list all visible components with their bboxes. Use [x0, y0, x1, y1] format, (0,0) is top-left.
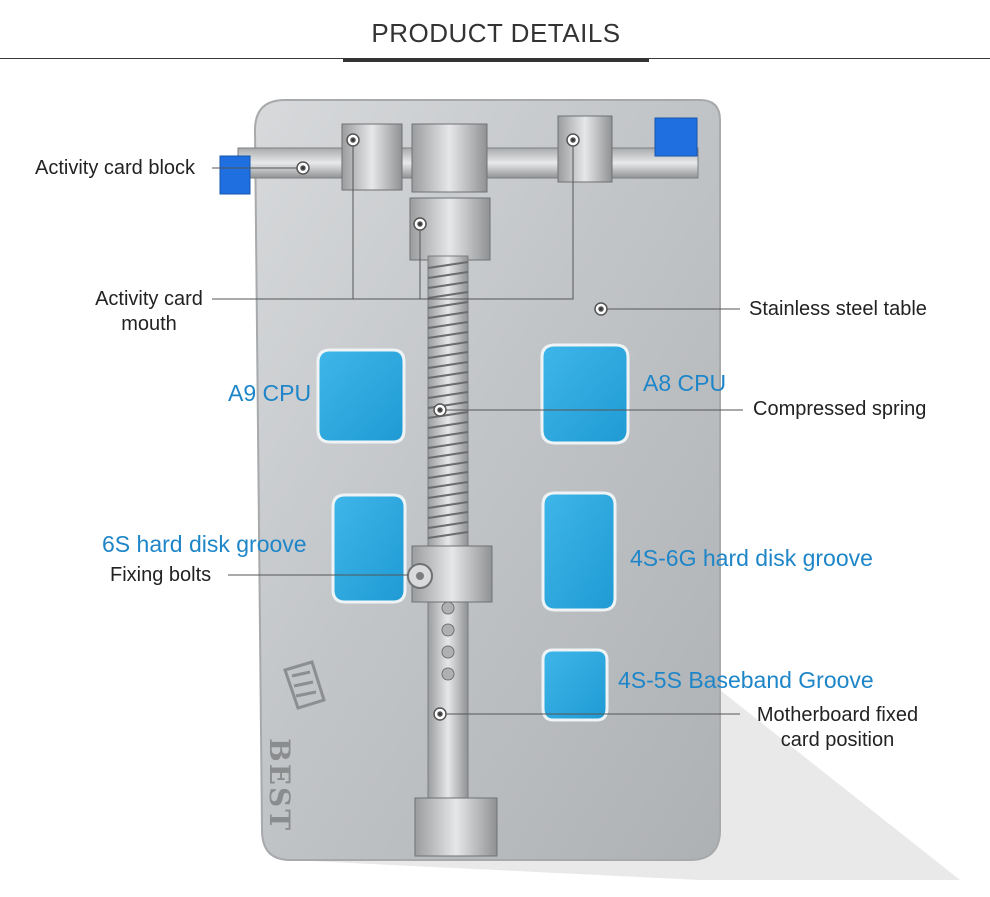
- 4s-5s-baseband-groove: [541, 648, 609, 722]
- label-activity-card-mouth: Activity card mouth: [88, 287, 210, 337]
- bottom-block: [414, 797, 498, 857]
- label-a9-cpu: A9 CPU: [228, 380, 312, 406]
- label-4s-5s-groove: 4S-5S Baseband Groove: [618, 667, 874, 693]
- label-motherboard-line2: card position: [780, 729, 895, 751]
- a9-cpu-groove: [316, 348, 406, 444]
- label-motherboard-line1: Motherboard fixed: [756, 704, 919, 726]
- label-fixing-bolts: Fixing bolts: [110, 564, 212, 586]
- compressed-spring: [427, 261, 469, 539]
- label-activity-card-mouth-line1: Activity card: [95, 288, 203, 310]
- label-activity-card-block: Activity card block: [35, 157, 196, 179]
- label-activity-card-mouth-line2: mouth: [121, 313, 177, 335]
- page-title: PRODUCT DETAILS: [371, 18, 621, 48]
- a8-cpu-groove: [540, 343, 630, 445]
- best-logo-text: BEST: [263, 738, 296, 833]
- label-compressed-spring: Compressed spring: [753, 398, 927, 420]
- center-top-block: [411, 123, 488, 193]
- left-blue-stopper: [219, 155, 251, 195]
- title-underline: [343, 58, 649, 62]
- 4s-6g-hard-disk-groove: [541, 491, 617, 612]
- right-activity-block: [557, 115, 613, 183]
- right-blue-stopper: [654, 117, 698, 157]
- label-6s-groove: 6S hard disk groove: [102, 531, 307, 557]
- best-logo: [283, 660, 326, 710]
- label-motherboard-fixed: Motherboard fixed card position: [745, 703, 930, 753]
- label-4s-6g-groove: 4S-6G hard disk groove: [630, 545, 873, 571]
- label-a8-cpu: A8 CPU: [643, 370, 727, 396]
- 6s-hard-disk-groove: [331, 493, 407, 604]
- label-stainless-steel-table: Stainless steel table: [749, 298, 927, 320]
